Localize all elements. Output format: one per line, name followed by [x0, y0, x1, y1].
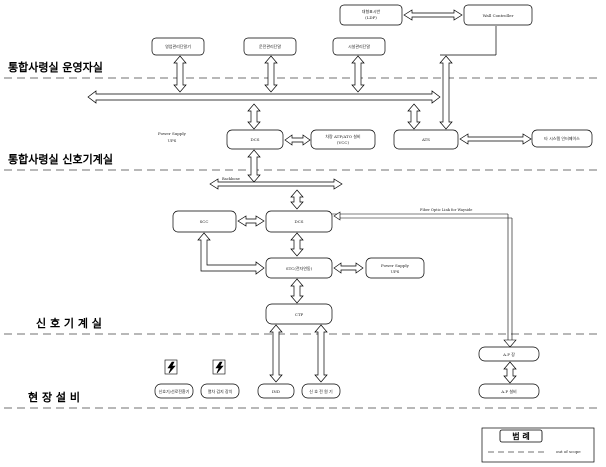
arrow-scc-dcs2	[237, 215, 265, 227]
svg-text:Power Supply: Power Supply	[381, 263, 410, 268]
line-wall-to-net	[440, 26, 497, 56]
svg-text:신 호 전 원 기: 신 호 전 원 기	[309, 388, 333, 394]
svg-text:(LDP): (LDP)	[365, 15, 377, 20]
svg-text:현 장 설 비: 현 장 설 비	[28, 390, 80, 404]
band-ops-room: 통합사령실 운영자실	[4, 60, 600, 79]
box-vcc[interactable]: 차량 ATP/ATO 설비 (VCC)	[310, 129, 376, 150]
svg-text:A.P 장: A.P 장	[502, 351, 515, 357]
svg-text:ATS: ATS	[421, 137, 430, 142]
ops-network-bus	[87, 90, 441, 104]
svg-text:대형표시반: 대형표시반	[362, 8, 381, 14]
svg-text:영업관리단말기: 영업관리단말기	[165, 43, 191, 49]
fiber-label: Fiber Optic Link for Wayside	[420, 208, 472, 212]
svg-text:열차 검지 장치: 열차 검지 장치	[208, 388, 233, 394]
box-wall-controller[interactable]: Wall Controller	[463, 4, 533, 26]
box-field-ind[interactable]: IND	[257, 383, 295, 399]
box-top-mid[interactable]: 운전관리단말	[243, 37, 297, 56]
svg-text:운전관리단말: 운전관리단말	[259, 43, 281, 49]
box-scc[interactable]: SCC	[172, 210, 237, 233]
legend-item: out of scope	[556, 449, 581, 454]
box-field-2[interactable]: 열차 검지 장치	[200, 383, 240, 399]
svg-text:SCC: SCC	[200, 219, 209, 224]
svg-text:IND: IND	[272, 389, 280, 394]
box-external-interface[interactable]: 타 시스템 인터페이스	[531, 129, 593, 148]
box-ap-station[interactable]: A.P 장	[478, 346, 540, 362]
arrow-stc-ups	[333, 262, 364, 274]
box-dcs-2[interactable]: DCS	[265, 210, 333, 233]
svg-text:타 시스템 인터페이스: 타 시스템 인터페이스	[544, 135, 580, 141]
band-equip-room: 신 호 기 계 실	[4, 316, 600, 335]
svg-text:통합사령실 운영자실: 통합사령실 운영자실	[8, 60, 103, 74]
box-display[interactable]: 대형표시반 (LDP)	[339, 4, 403, 26]
box-ats[interactable]: ATS	[393, 129, 459, 150]
links-top-to-bus	[173, 55, 453, 130]
svg-text:시설관리단말: 시설관리단말	[348, 43, 370, 49]
links-bus-to-signal	[247, 103, 421, 130]
svg-text:Power Supply: Power Supply	[158, 131, 187, 136]
svg-text:STC(전자연동): STC(전자연동)	[286, 265, 313, 271]
svg-text:DCS: DCS	[250, 137, 259, 142]
link-dcs2-stc	[290, 232, 304, 257]
svg-text:신호기/선로전환기: 신호기/선로전환기	[159, 388, 190, 394]
svg-text:UPS: UPS	[391, 269, 400, 274]
svg-text:통합사령실 신호기계실: 통합사령실 신호기계실	[8, 152, 113, 166]
svg-text:신 호 기 계 실: 신 호 기 계 실	[36, 316, 102, 330]
arrow-ats-external	[459, 133, 532, 145]
arrow-dcs-vcc	[284, 134, 311, 146]
band-field: 현 장 설 비	[4, 390, 600, 409]
box-ctp[interactable]: CTP	[265, 303, 333, 325]
backbone-label: Backbone	[222, 177, 240, 181]
box-ap-device[interactable]: A.P 설비	[478, 383, 540, 399]
svg-text:(VCC): (VCC)	[337, 140, 350, 145]
box-top-right[interactable]: 시설관리단말	[332, 37, 386, 56]
box-dcs-1[interactable]: DCS	[226, 129, 284, 150]
lightning-icon	[212, 359, 226, 375]
link-dcs-backbone	[247, 149, 261, 183]
backbone-bus	[209, 178, 343, 190]
lightning-icon	[164, 359, 178, 375]
link-ap	[503, 361, 517, 384]
fiber-link	[332, 211, 517, 348]
arrow-display-wall	[403, 9, 463, 21]
box-field-1[interactable]: 신호기/선로전환기	[154, 383, 194, 399]
svg-text:차량 ATP/ATO 설비: 차량 ATP/ATO 설비	[325, 133, 361, 139]
svg-text:Wall Controller: Wall Controller	[483, 13, 514, 18]
svg-text:CTP: CTP	[295, 312, 304, 317]
link-stc-ctp	[290, 278, 304, 304]
box-top-left[interactable]: 영업관리단말기	[151, 37, 205, 56]
svg-text:A.P 설비: A.P 설비	[500, 388, 517, 394]
band-signal-room: 통합사령실 신호기계실	[4, 152, 600, 171]
svg-text:DCS: DCS	[294, 219, 303, 224]
box-stc[interactable]: STC(전자연동)	[265, 257, 333, 279]
link-backbone-dcs2	[290, 189, 304, 210]
legend: 범 례 out of scope	[481, 427, 595, 463]
box-power-ups-1: Power Supply UPS	[158, 131, 187, 143]
box-power-ups-2[interactable]: Power Supply UPS	[365, 257, 425, 279]
box-field-power[interactable]: 신 호 전 원 기	[301, 383, 341, 399]
legend-title: 범 례	[512, 431, 530, 441]
svg-text:UPS: UPS	[168, 138, 177, 143]
links-ctp-field	[269, 324, 328, 383]
link-scc-stc	[197, 232, 265, 275]
